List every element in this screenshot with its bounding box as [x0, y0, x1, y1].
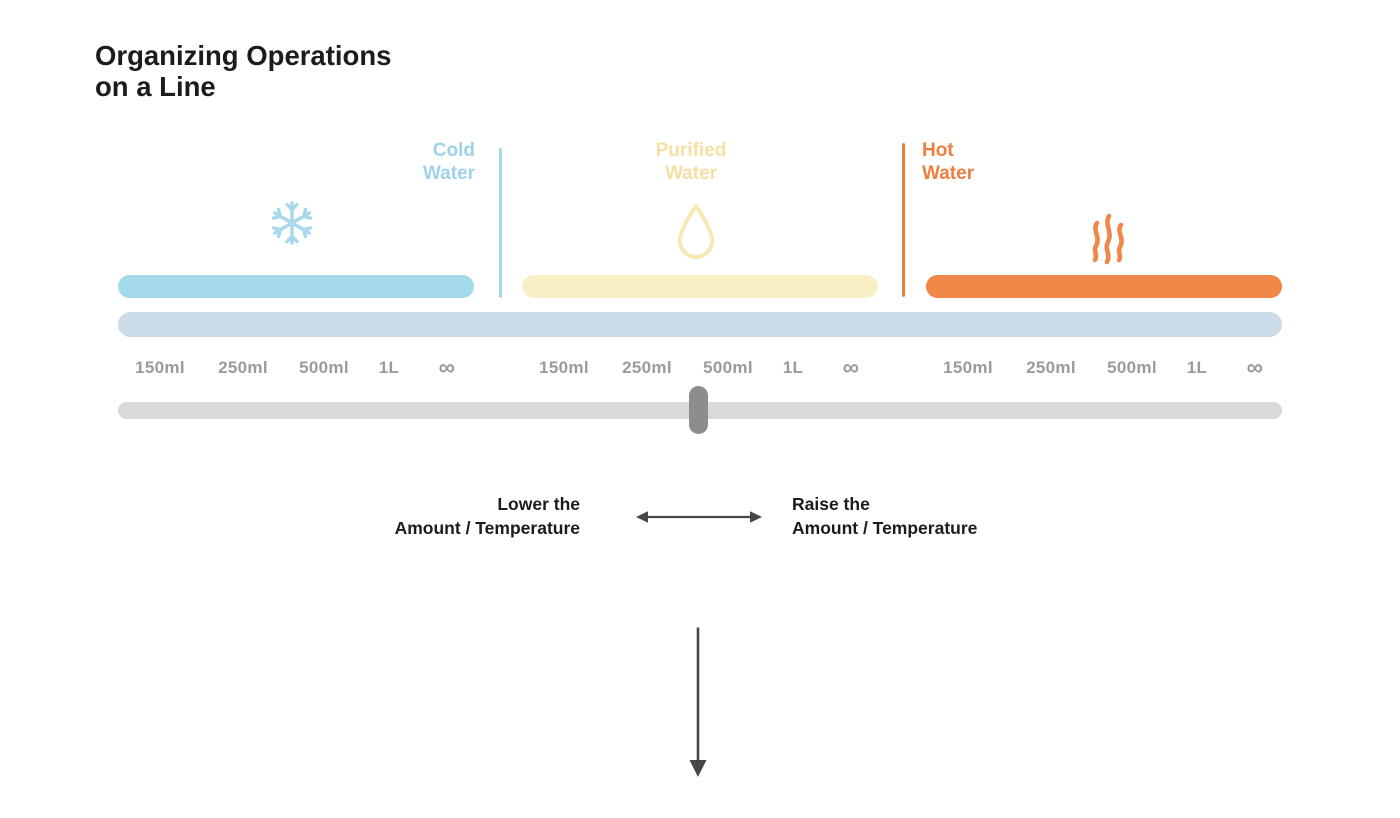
page-title-line1: Organizing Operations [95, 40, 392, 71]
scale-label: 500ml [703, 358, 753, 377]
cold-water-label: Cold Water [335, 139, 475, 185]
lower-annotation-line2: Amount / Temperature [394, 518, 580, 538]
hot-scale-labels: 150ml 250ml 500ml 1L ∞ [926, 354, 1282, 380]
purified-water-label-line2: Water [664, 163, 718, 184]
slider-handle[interactable] [689, 386, 708, 434]
purified-water-label-line1: Purified [655, 140, 727, 161]
scale-label: 500ml [1107, 358, 1157, 377]
cold-water-label-line1: Cold [432, 140, 475, 161]
left-right-arrow-icon [634, 509, 764, 530]
scale-label: 150ml [943, 358, 993, 377]
purified-hot-divider [902, 143, 905, 297]
infinity-label: ∞ [438, 354, 456, 380]
scale-label: 150ml [539, 358, 589, 377]
scale-label: 500ml [299, 358, 349, 377]
page-title-line2: on a Line [95, 71, 216, 102]
snowflake-icon [268, 199, 316, 252]
down-arrow-icon [687, 626, 709, 783]
cold-water-label-line2: Water [422, 163, 475, 184]
scale-label: 150ml [135, 358, 185, 377]
raise-annotation-line1: Raise the [792, 494, 870, 514]
hot-water-label-line2: Water [922, 163, 975, 184]
purified-scale-labels: 150ml 250ml 500ml 1L ∞ [522, 354, 878, 380]
cold-purified-divider [499, 148, 502, 298]
cold-scale-labels: 150ml 250ml 500ml 1L ∞ [118, 354, 474, 380]
hot-water-label-line1: Hot [922, 140, 954, 161]
cold-water-bar [118, 275, 474, 298]
raise-annotation-line2: Amount / Temperature [792, 518, 978, 538]
scale-label: 1L [1186, 358, 1208, 377]
scale-label: 250ml [622, 358, 672, 377]
scale-label: 250ml [1026, 358, 1076, 377]
hot-water-bar [926, 275, 1282, 298]
infinity-label: ∞ [842, 354, 860, 380]
water-drop-icon [676, 203, 716, 264]
raise-annotation: Raise the Amount / Temperature [792, 492, 977, 540]
scale-label: 250ml [218, 358, 268, 377]
lower-annotation: Lower the Amount / Temperature [330, 492, 580, 540]
scale-label: 1L [378, 358, 400, 377]
purified-water-bar [522, 275, 878, 298]
heat-waves-icon [1089, 212, 1127, 271]
lower-annotation-line1: Lower the [497, 494, 580, 514]
hot-water-label: Hot Water [922, 139, 1082, 185]
scale-label: 1L [782, 358, 804, 377]
page-title: Organizing Operations on a Line [95, 40, 391, 102]
purified-water-label: Purified Water [611, 139, 771, 185]
infinity-label: ∞ [1246, 354, 1264, 380]
operations-line-bar [118, 312, 1282, 337]
